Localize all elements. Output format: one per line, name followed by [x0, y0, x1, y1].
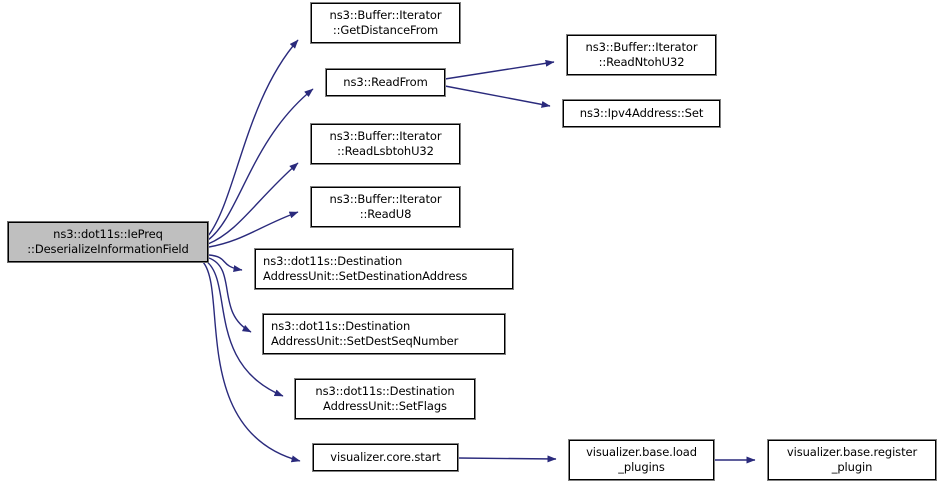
graph-node-readlsbtohu32[interactable]: ns3::Buffer::Iterator ::ReadLsbtohU32	[310, 123, 461, 165]
graph-node-getdistancefrom[interactable]: ns3::Buffer::Iterator ::GetDistanceFrom	[310, 2, 461, 44]
graph-node-visualizercorestart[interactable]: visualizer.core.start	[312, 443, 459, 472]
edge-visualizercorestart-to-visualizerbaseloadplugins	[457, 455, 557, 463]
graph-node-setflags[interactable]: ns3::dot11s::Destination AddressUnit::Se…	[294, 378, 476, 420]
edge-readfrom-to-readntohu32	[444, 59, 555, 80]
graph-node-visualizerbaseloadplugins[interactable]: visualizer.base.load _plugins	[568, 439, 715, 481]
edge-root-to-readfrom	[207, 88, 314, 241]
edge-root-to-setdestseqnumber	[208, 257, 252, 333]
edge-root-to-readlsbtohu32	[207, 162, 299, 245]
edge-readfrom-to-ipv4addressset	[444, 85, 551, 108]
graph-node-ipv4addressset[interactable]: ns3::Ipv4Address::Set	[562, 99, 721, 128]
graph-node-readfrom[interactable]: ns3::ReadFrom	[325, 68, 446, 97]
graph-node-visualizerbaseregisterplugin[interactable]: visualizer.base.register _plugin	[767, 439, 937, 481]
graph-node-setdestseqnumber[interactable]: ns3::dot11s::Destination AddressUnit::Se…	[262, 313, 506, 355]
edge-root-to-readu8	[208, 211, 299, 248]
edge-root-to-setflags	[205, 260, 284, 397]
edge-root-to-getdistancefrom	[207, 39, 299, 237]
edge-root-to-setdestinationaddress	[208, 254, 243, 273]
graph-node-root[interactable]: ns3::dot11s::IePreq ::DeserializeInforma…	[7, 221, 209, 263]
graph-node-readu8[interactable]: ns3::Buffer::Iterator ::ReadU8	[310, 186, 461, 228]
edge-group	[202, 39, 756, 464]
graph-node-readntohu32[interactable]: ns3::Buffer::Iterator ::ReadNtohU32	[566, 34, 717, 76]
edge-root-to-visualizercorestart	[202, 261, 301, 463]
graph-node-setdestinationaddress[interactable]: ns3::dot11s::Destination AddressUnit::Se…	[254, 248, 514, 290]
